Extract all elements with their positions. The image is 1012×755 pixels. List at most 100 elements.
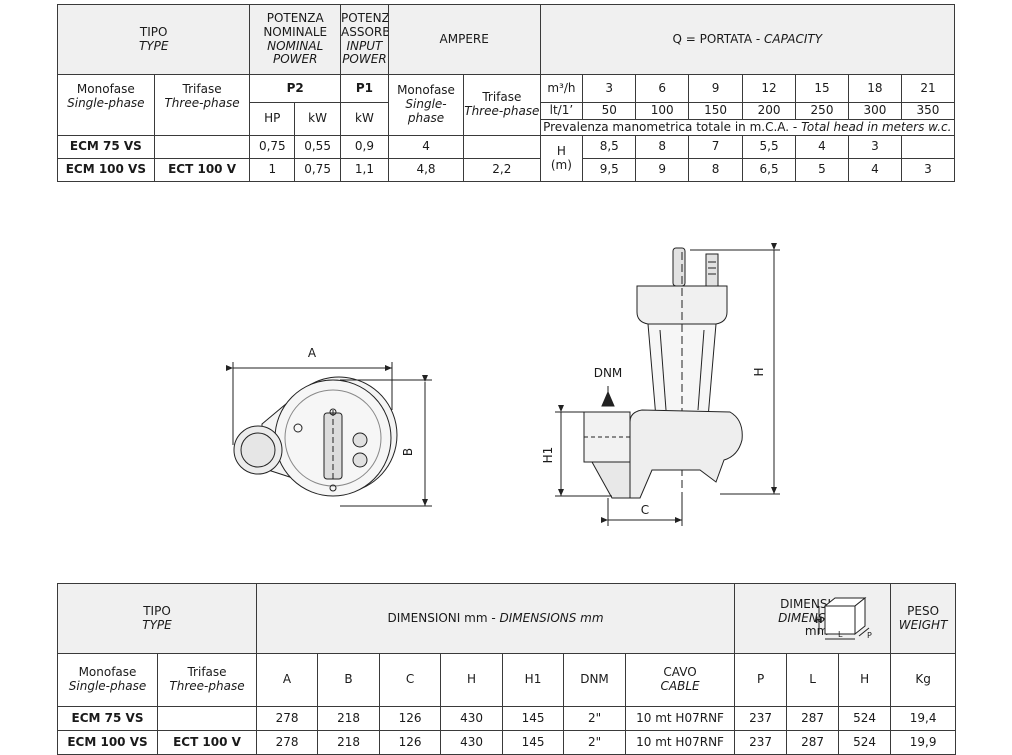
col-b: B [317, 653, 381, 707]
box-icon: H L P [815, 596, 872, 640]
p1-kw: 1,1 [340, 158, 389, 182]
pack-cell: 287 [786, 730, 840, 755]
model-three-phase: ECT 100 V [153, 158, 251, 182]
table-row: ECM 75 VS 0,75 0,55 0,9 4 H(m) 8,5 8 7 5… [57, 135, 956, 182]
dim-label-c: C [641, 503, 649, 517]
head-cell: 7 [688, 135, 744, 159]
head-cell: 6,5 [742, 158, 797, 182]
q-m3h-cell: 6 [635, 74, 690, 103]
dim-cell: 2" [563, 730, 627, 755]
pack-cell: 524 [838, 706, 892, 731]
q-m3h-cell: 12 [742, 74, 797, 103]
dim-cell: 126 [379, 706, 442, 731]
unit-hp: HP [249, 102, 296, 136]
p2-kw: 0,75 [294, 158, 341, 182]
head-cell: 8,5 [582, 135, 637, 159]
head-cell: 5,5 [742, 135, 797, 159]
col-kg: Kg [890, 653, 957, 707]
model-three-phase [153, 135, 251, 159]
dim-label-b: B [401, 448, 415, 456]
model-single-phase: ECM 75 VS [57, 135, 155, 159]
capacity-header: Q = PORTATA - CAPACITY [539, 4, 956, 75]
dim-cell: 126 [379, 730, 442, 755]
ampere-three: 2,2 [463, 158, 541, 182]
dim-label-dnm: DNM [594, 366, 623, 380]
p2-header: P2 [249, 74, 341, 103]
q-m3h-cell: 18 [847, 74, 902, 103]
unit-kw-p1: kW [340, 102, 389, 136]
unit-lt: lt/1’ [539, 102, 584, 120]
p1-kw: 0,9 [340, 135, 389, 159]
head-cell: 3 [847, 135, 902, 159]
model-single-phase: ECM 100 VS [57, 158, 155, 182]
ampere-header: AMPERE [387, 4, 541, 75]
top-view [226, 362, 432, 507]
packaging-dimensions-header: DIMENSIONI DIMENSIONS mm H L P [734, 583, 892, 654]
q-m3h-cell: 15 [795, 74, 849, 103]
q-lt-cell: 200 [742, 102, 797, 120]
table-row: ECM 100 VS ECT 100 V 278 218 126 430 145… [57, 730, 957, 755]
weight-cell: 19,4 [890, 706, 957, 731]
ampere-three [463, 135, 541, 159]
col-h1: H1 [502, 653, 565, 707]
q-m3h-cell: 9 [688, 74, 744, 103]
cable-cell: 10 mt H07RNF [625, 730, 736, 755]
head-cell: 3 [900, 158, 956, 182]
total-head-caption: Prevalenza manometrica totale in m.C.A. … [539, 119, 956, 136]
box-h-label: H [815, 616, 823, 626]
col-h: H [440, 653, 504, 707]
head-unit: H(m) [539, 135, 584, 182]
table-row: ECM 100 VS ECT 100 V 1 0,75 1,1 4,8 2,2 … [57, 158, 956, 182]
ampere-single: 4 [387, 135, 465, 159]
dim-label-h: H [752, 367, 766, 376]
p2-kw: 0,55 [294, 135, 341, 159]
pack-cell: 237 [734, 730, 788, 755]
weight-cell: 19,9 [890, 730, 957, 755]
unit-m3h: m³/h [539, 74, 584, 103]
dim-cell: 145 [502, 706, 565, 731]
pack-cell: 237 [734, 706, 788, 731]
box-l-label: L [838, 630, 843, 639]
pump-technical-drawing: A B DNM H1 C H [226, 243, 780, 526]
dim-label-a: A [308, 346, 317, 360]
model-single-phase: ECM 75 VS [57, 706, 158, 731]
head-cell: 8 [688, 158, 744, 182]
q-lt-cell: 250 [795, 102, 849, 120]
pack-cell: 287 [786, 706, 840, 731]
q-lt-cell: 350 [900, 102, 956, 120]
head-cell: 4 [795, 135, 849, 159]
dim-cell: 430 [440, 706, 504, 731]
head-cell: 9 [635, 158, 690, 182]
q-lt-cell: 150 [688, 102, 744, 120]
dimensions-header: DIMENSIONI mm - DIMENSIONS mm [256, 583, 736, 654]
p2-hp: 0,75 [249, 135, 296, 159]
p2-hp: 1 [249, 158, 296, 182]
q-m3h-cell: 3 [582, 74, 637, 103]
model-three-phase [156, 706, 258, 731]
dim-cell: 2" [563, 706, 627, 731]
head-cell: 5 [795, 158, 849, 182]
dim-cell: 145 [502, 730, 565, 755]
head-cell: 9,5 [582, 158, 637, 182]
dim-cell: 218 [317, 706, 381, 731]
dim-cell: 278 [256, 706, 319, 731]
model-single-phase: ECM 100 VS [57, 730, 158, 755]
col-c: C [379, 653, 442, 707]
side-view [555, 243, 780, 526]
ampere-single: 4,8 [387, 158, 465, 182]
q-lt-cell: 50 [582, 102, 637, 120]
dim-cell: 218 [317, 730, 381, 755]
q-m3h-cell: 21 [900, 74, 956, 103]
col-dnm: DNM [563, 653, 627, 707]
